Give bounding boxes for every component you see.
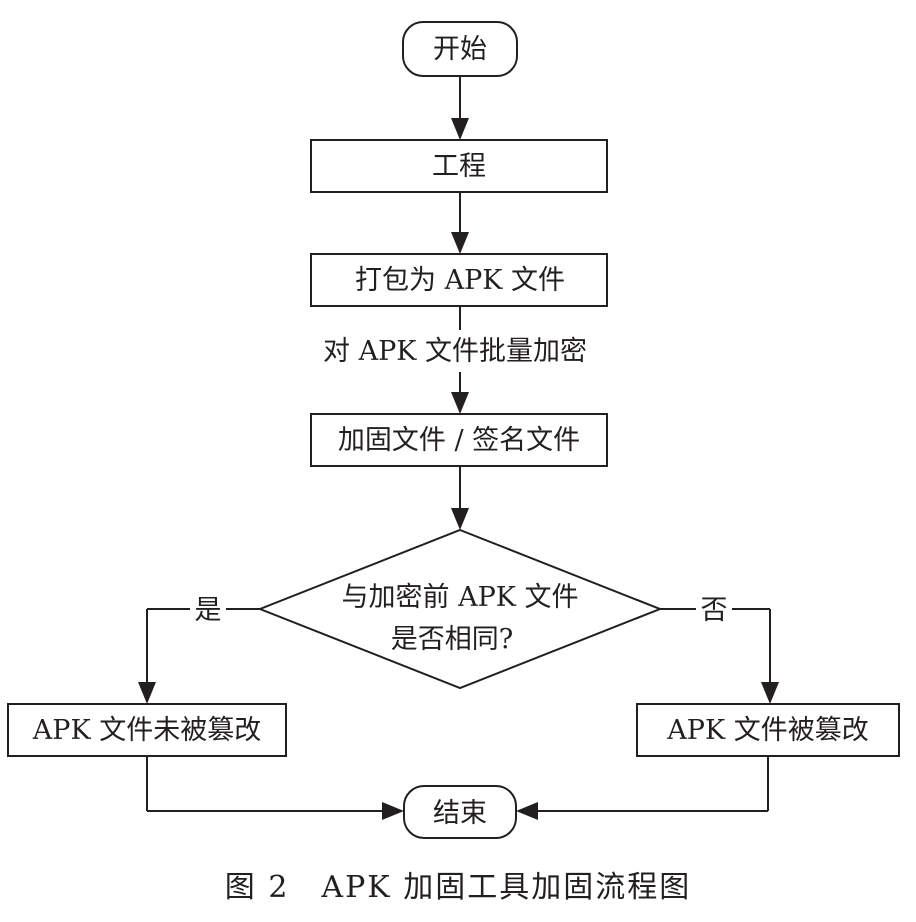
- batch-encrypt-label: 对 APK 文件批量加密: [323, 336, 587, 367]
- project-label: 工程: [432, 151, 486, 182]
- edge-no: 否: [660, 595, 779, 704]
- edge-project-to-package: [451, 192, 469, 254]
- tampered-node: APK 文件被篡改: [636, 703, 900, 757]
- edge-start-to-project: [451, 76, 469, 140]
- start-node: 开始: [402, 21, 518, 77]
- edge-package-to-encrypted: 对 APK 文件批量加密: [323, 306, 587, 414]
- flowchart: 开始 工程 打包为 APK 文件 对 APK 文件批量加密 加固文件 / 签名文…: [7, 21, 900, 839]
- decision-label-line2: 是否相同?: [391, 624, 513, 655]
- start-label: 开始: [433, 34, 487, 65]
- decision-node: 与加密前 APK 文件 是否相同?: [257, 528, 663, 690]
- edge-not-tampered-to-end: [146, 756, 404, 820]
- end-node: 结束: [403, 785, 517, 839]
- yes-label: 是: [195, 595, 222, 626]
- tampered-label: APK 文件被篡改: [666, 715, 868, 746]
- not-tampered-label: APK 文件未被篡改: [32, 715, 261, 746]
- encrypted-label: 加固文件 / 签名文件: [338, 425, 580, 456]
- package-label: 打包为 APK 文件: [355, 265, 565, 296]
- end-label: 结束: [433, 798, 487, 829]
- edge-tampered-to-end: [516, 756, 769, 820]
- figure-caption: 图 2 APK 加固工具加固流程图: [224, 870, 692, 905]
- decision-label-line1: 与加密前 APK 文件: [341, 582, 578, 613]
- package-node: 打包为 APK 文件: [310, 253, 608, 307]
- project-node: 工程: [310, 139, 608, 193]
- no-label: 否: [701, 595, 728, 626]
- edge-yes: 是: [138, 595, 260, 704]
- not-tampered-node: APK 文件未被篡改: [7, 703, 287, 757]
- encrypted-node: 加固文件 / 签名文件: [310, 413, 608, 467]
- edge-encrypted-to-decision: [451, 466, 469, 530]
